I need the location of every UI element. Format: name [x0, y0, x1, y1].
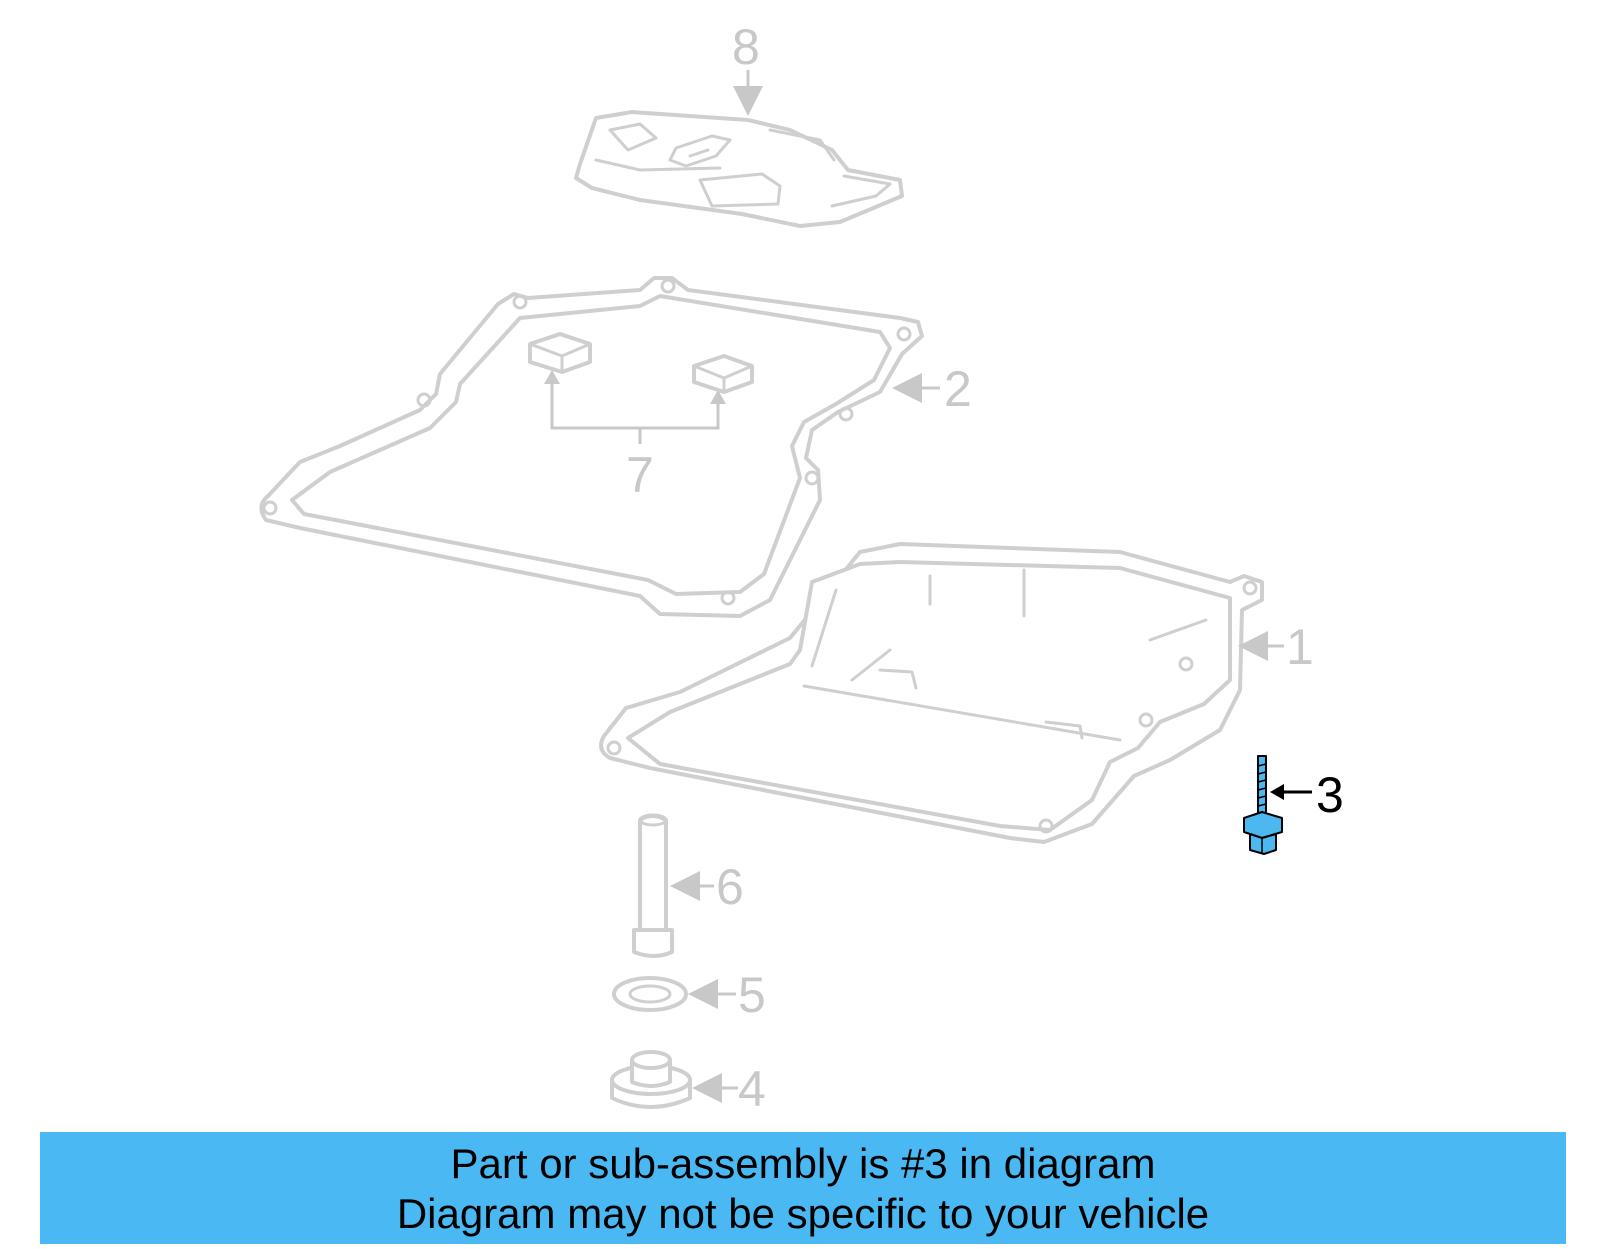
callout-3: 3 — [1316, 767, 1344, 823]
callout-6: 6 — [716, 859, 744, 915]
callout-5: 5 — [738, 967, 766, 1023]
banner-line-1: Part or sub-assembly is #3 in diagram — [450, 1140, 1156, 1187]
callout-1: 1 — [1286, 619, 1314, 675]
part-2-gasket[interactable] — [259, 276, 924, 618]
part-1-oil-pan[interactable] — [599, 542, 1264, 844]
callout-8: 8 — [732, 19, 760, 75]
part-4-drain-plug[interactable] — [610, 1050, 692, 1109]
leader-7 — [550, 376, 720, 430]
part-8-filter[interactable] — [574, 110, 904, 228]
part-5-washer[interactable] — [612, 976, 688, 1012]
part-6-drain-tube[interactable] — [632, 813, 674, 958]
callout-4: 4 — [738, 1061, 766, 1117]
callout-7: 7 — [626, 447, 654, 503]
banner-line-2: Diagram may not be specific to your vehi… — [396, 1190, 1210, 1237]
part-3-bolt[interactable] — [1243, 755, 1283, 855]
info-banner: Part or sub-assembly is #3 in diagram Di… — [40, 1132, 1566, 1244]
part-7-magnets[interactable] — [528, 332, 754, 394]
callout-2: 2 — [944, 361, 972, 417]
